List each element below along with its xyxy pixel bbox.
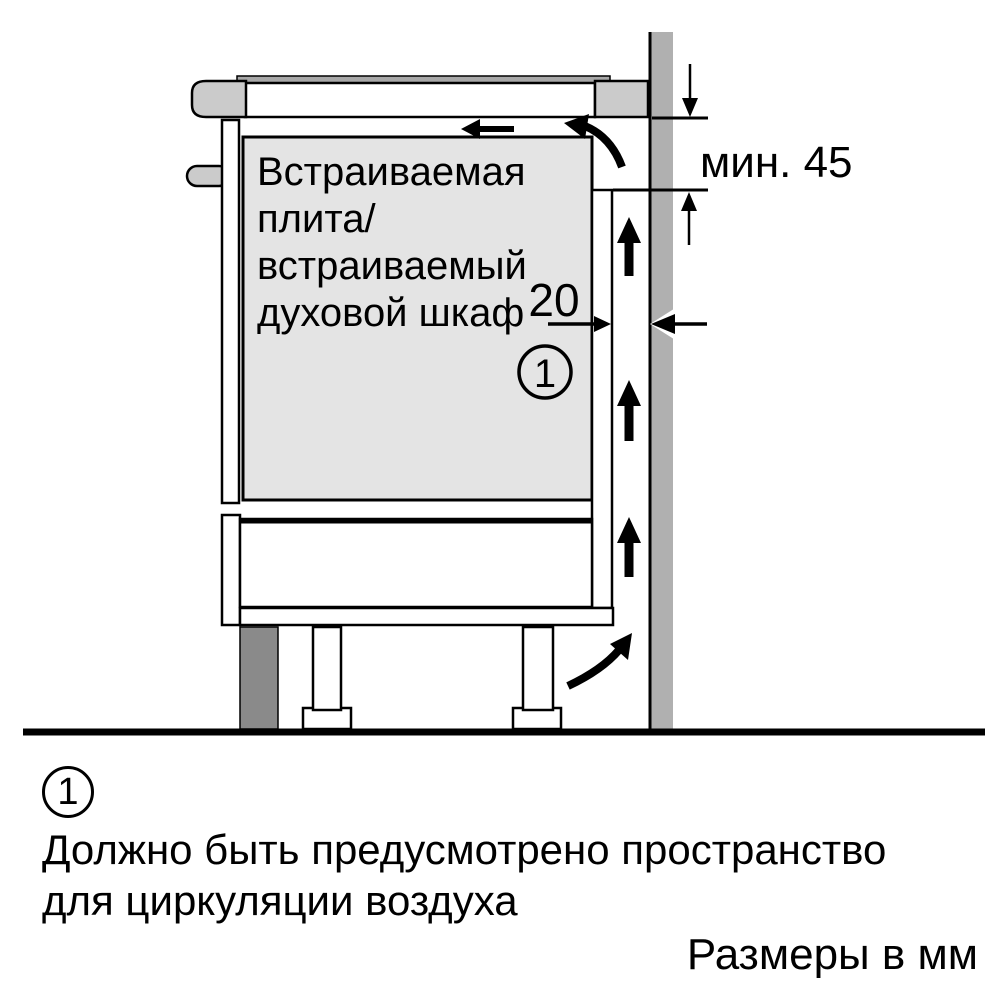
airflow-up-arrow-icon-top <box>617 217 641 276</box>
drawer-front-panel <box>220 513 242 627</box>
airflow-curve-bottom-arrowhead-icon <box>610 633 632 660</box>
appliance-label-line-1: Встраиваемая <box>257 150 526 194</box>
cabinet-back-panel <box>590 188 614 610</box>
wall <box>650 32 673 731</box>
airflow-curve-top-arrowhead-icon <box>564 114 589 139</box>
drawer-box <box>238 517 594 609</box>
installation-diagram: мин. 45 20 1 Встраиваемая плита/ встраив… <box>23 32 985 736</box>
legend-callout-number: 1 <box>57 770 79 813</box>
worktop-right-cap <box>593 79 650 119</box>
oven-body <box>241 135 594 502</box>
dim-arrow-up-icon <box>681 192 697 211</box>
dim-arrow-down-icon <box>682 98 698 117</box>
rear-leg <box>521 625 555 712</box>
units-note: Размеры в мм <box>686 930 978 979</box>
appliance-label-line-2: плита/ <box>257 197 376 241</box>
callout-circle <box>517 344 573 400</box>
airflow-up-arrow-icon-middle <box>617 380 641 441</box>
top-clearance-dimension-label: мин. 45 <box>700 138 853 187</box>
appliance-label-line-4: духовой шкаф <box>257 291 524 335</box>
airflow-curve-top <box>583 122 626 169</box>
legend-note: Должно быть предусмотрено пространство д… <box>42 824 962 926</box>
front-leg <box>311 625 343 712</box>
plinth-block <box>239 626 279 730</box>
dim-arrow-left-icon <box>651 314 675 334</box>
callout-number: 1 <box>534 352 556 396</box>
worktop-left-cap <box>190 79 248 119</box>
appliance-label-line-3: встраиваемый <box>257 244 527 288</box>
legend-note-line-2: для циркуляции воздуха <box>42 877 518 924</box>
dim-arrow-right-icon <box>594 316 611 332</box>
airflow-left-arrow-icon <box>461 119 514 139</box>
rear-gap-dimension-label: 20 <box>528 274 579 326</box>
oven-door-panel <box>220 118 241 505</box>
airflow-up-arrow-icon-bottom <box>617 517 641 577</box>
airflow-curve-bottom <box>566 647 623 690</box>
legend-note-line-1: Должно быть предусмотрено пространство <box>42 826 887 873</box>
worktop <box>243 81 597 119</box>
legend-callout-circle: 1 <box>42 766 94 818</box>
cabinet-bottom-board <box>238 606 615 627</box>
